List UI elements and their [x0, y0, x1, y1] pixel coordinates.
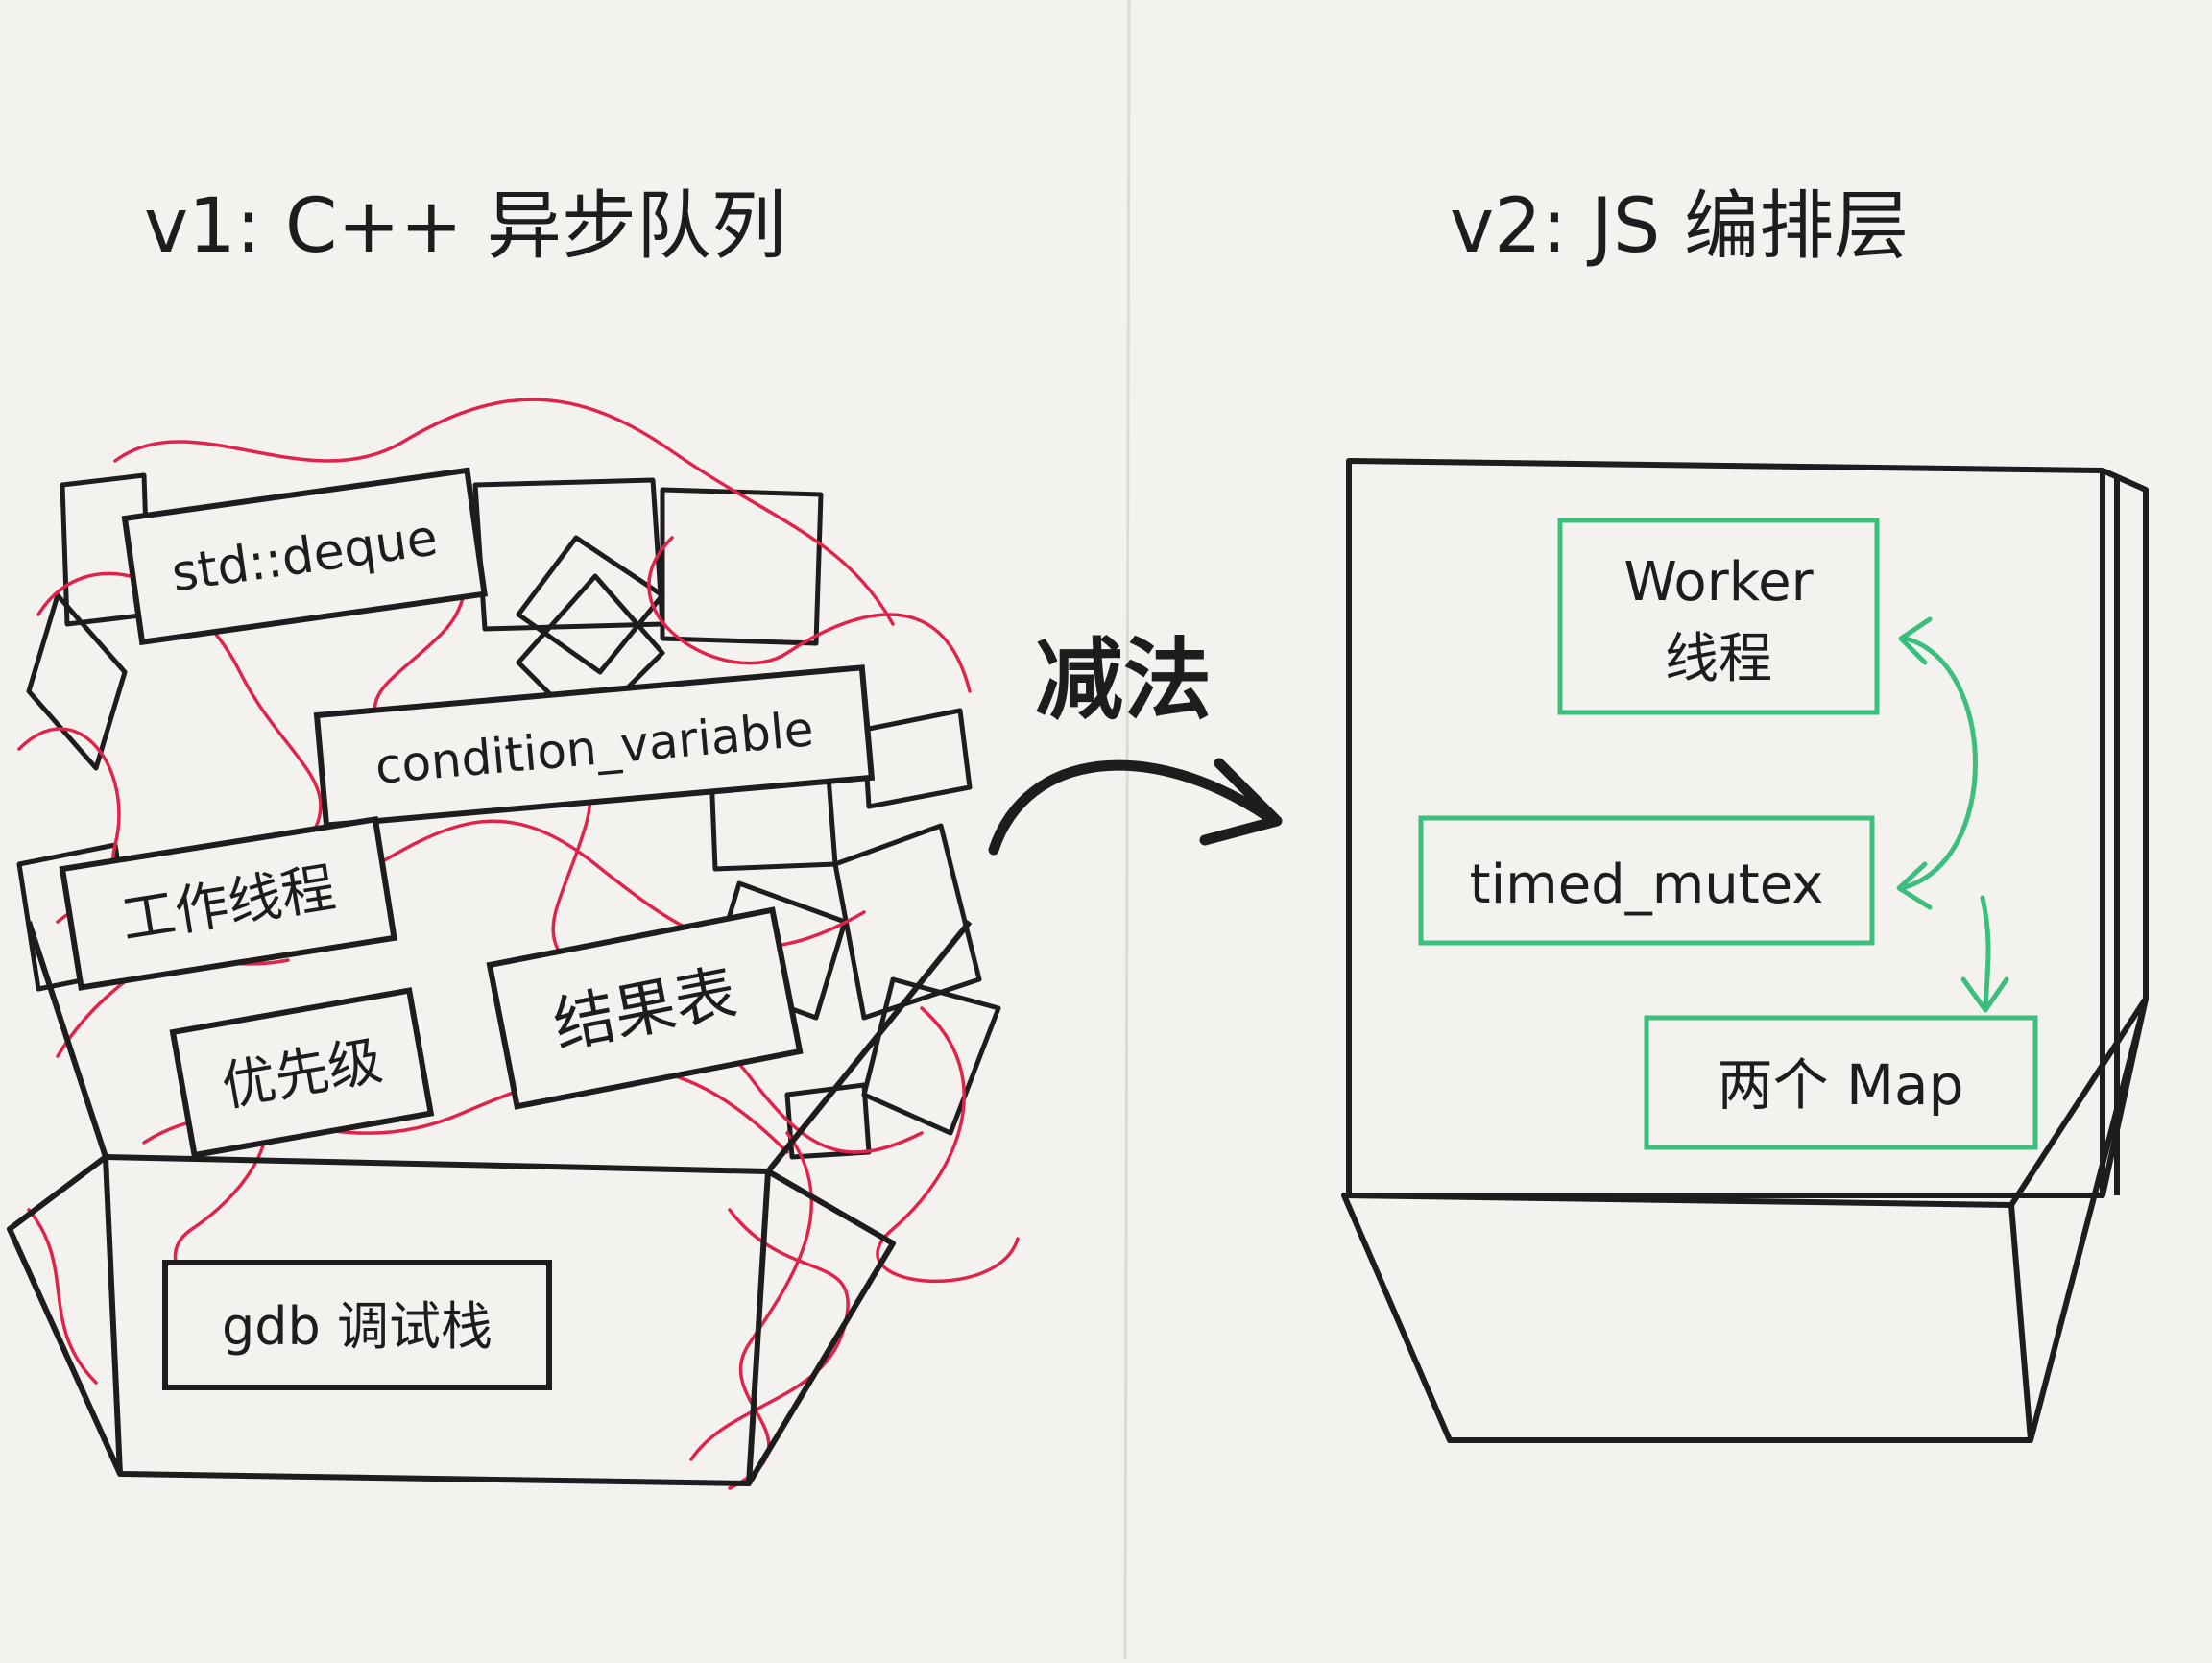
box-right-flap [746, 1169, 896, 1485]
box-std-deque: std::deque [121, 467, 488, 646]
box-worker-threads: 工作线程 [59, 815, 397, 991]
box-timed-mutex-label: timed_mutex [1470, 854, 1824, 916]
tangle-strand [113, 398, 895, 626]
clutter-box [861, 708, 973, 809]
box-timed-mutex-frame [1418, 815, 1875, 946]
clean-box-right-flap [2008, 996, 2149, 1441]
tangle-strand [689, 1208, 850, 1461]
box-worker-thread-label-line1: Worker [1623, 551, 1814, 614]
connector-arrowhead-bottom [1896, 861, 1933, 910]
paper-fold-line [1123, 0, 1131, 1660]
box-timed-mutex: timed_mutex [1418, 815, 1875, 946]
clutter-container-box [7, 920, 973, 1486]
connector-mutex-maps [1980, 895, 1991, 1011]
right-title: v2: JS 编排层 [1450, 183, 1909, 270]
box-worker-thread-frame [1557, 518, 1880, 715]
connector-worker-mutex [1898, 636, 1978, 891]
left-title: v1: C++ 异步队列 [144, 183, 786, 270]
box-condition-variable: condition_variable [313, 664, 876, 829]
clean-box-side [2100, 468, 2149, 1196]
box-worker-thread-label-line2: 线程 [1665, 628, 1772, 690]
connector-arrowhead-maps [1960, 976, 2009, 1013]
box-result-table: 结果表 [486, 906, 804, 1110]
left-panel: v1: C++ 异步队列 [7, 183, 1020, 1490]
box-std-deque-frame [121, 467, 488, 646]
green-connectors [1896, 616, 2009, 1013]
clutter-box [861, 976, 1001, 1136]
clean-container-box [1341, 458, 2149, 1443]
box-left-wall [26, 921, 108, 1158]
box-priority: 优先级 [169, 987, 435, 1159]
box-right-wall [765, 920, 973, 1173]
arrow-head [1199, 758, 1283, 846]
box-condition-variable-frame [313, 664, 876, 829]
box-worker-thread: Worker 线程 [1557, 518, 1880, 715]
clutter-box [660, 487, 824, 646]
clutter-box [832, 823, 982, 1021]
box-gdb-stack-frame [162, 1260, 552, 1390]
box-result-table-frame [486, 906, 804, 1110]
subtraction-arrow: 减法 [988, 629, 1283, 856]
right-panel: v2: JS 编排层 Worker 线程 timed_mutex 两个 Map [1341, 183, 2149, 1443]
clutter-box [516, 535, 665, 675]
box-gdb-stack: gdb 调试栈 [162, 1260, 552, 1390]
tangle-strand [27, 1208, 98, 1385]
box-worker-threads-frame [59, 815, 397, 991]
box-gdb-stack-label: gdb 调试栈 [222, 1296, 493, 1357]
arrow-label: 减法 [1035, 629, 1212, 732]
box-priority-frame [169, 987, 435, 1159]
box-left-flap [7, 1154, 123, 1476]
box-two-maps-label: 两个 Map [1718, 1052, 1964, 1118]
tangle-strand [647, 536, 972, 693]
connector-arrowhead-top [1898, 616, 1933, 665]
tangle-strand [876, 1006, 1020, 1284]
clutter-box [26, 592, 128, 771]
clean-box-front [1341, 1193, 2033, 1443]
arrow-shaft [988, 759, 1273, 856]
box-two-maps: 两个 Map [1644, 1015, 2038, 1150]
box-two-maps-frame [1644, 1015, 2038, 1150]
